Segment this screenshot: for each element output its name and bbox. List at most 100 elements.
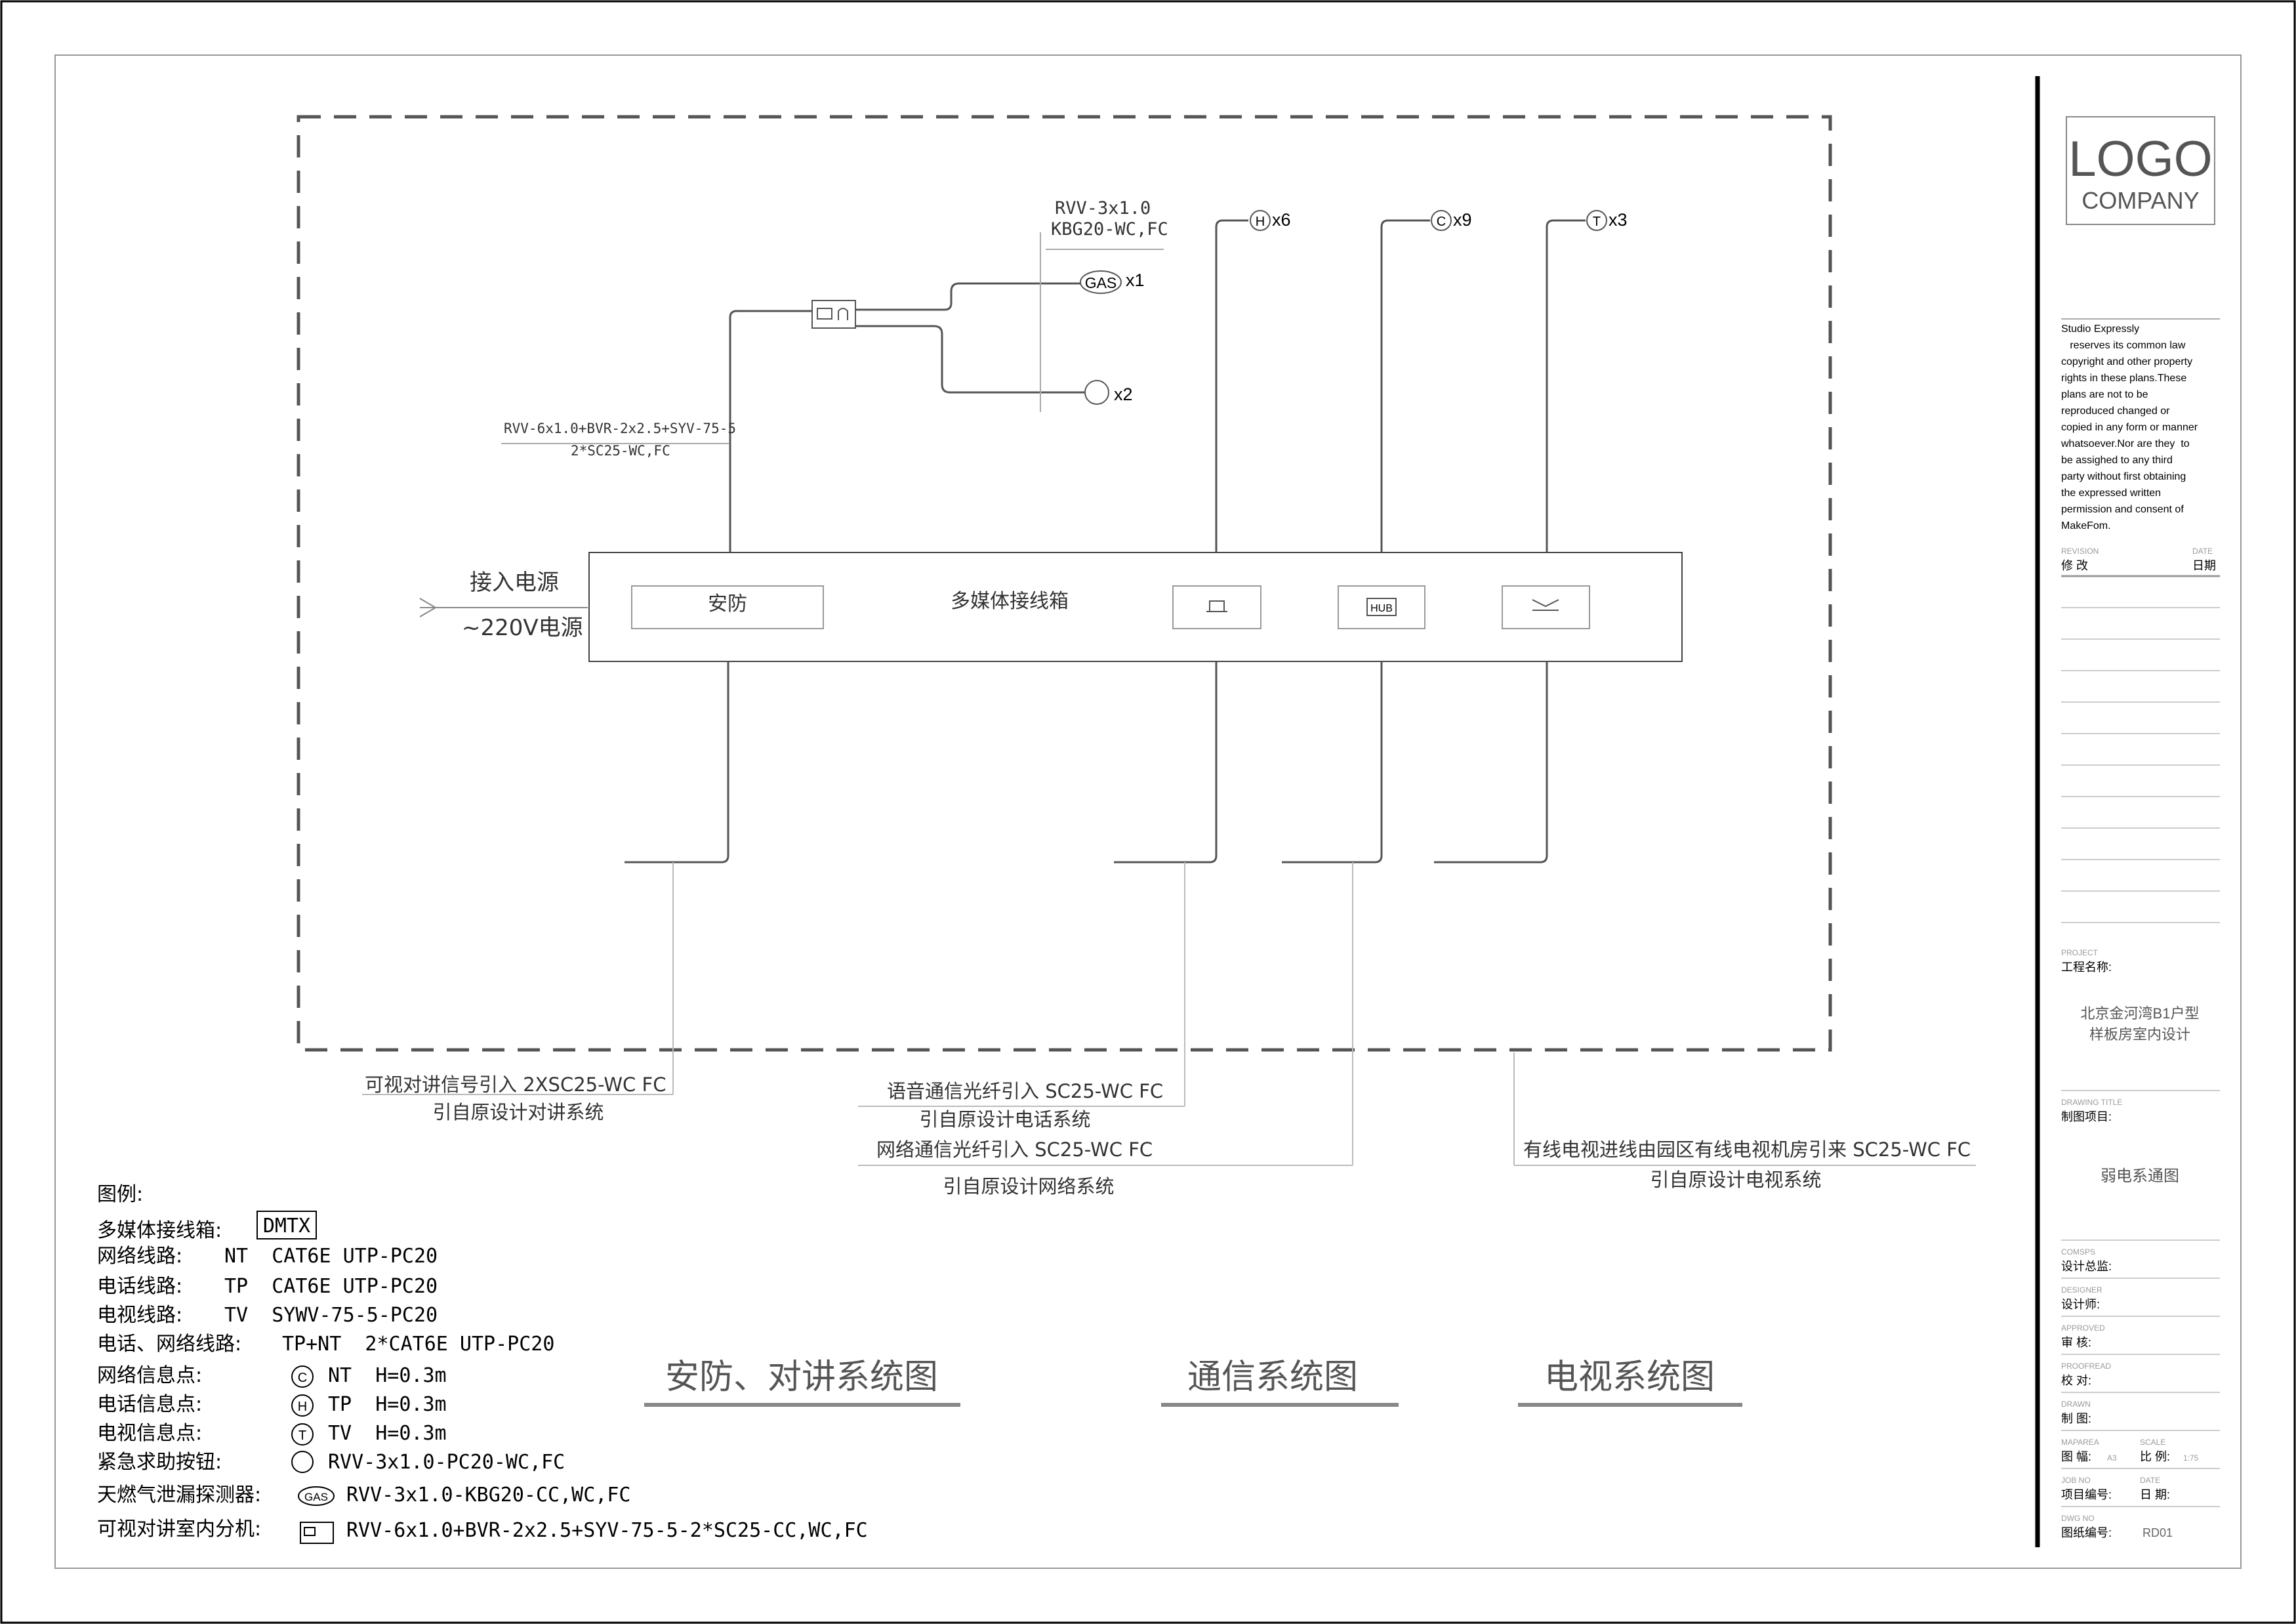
cable-left-line1: RVV-6x1.0+BVR-2x2.5+SYV-75-5 xyxy=(504,421,736,436)
power-220-label: ~220V电源 xyxy=(462,615,583,641)
security-module xyxy=(631,585,824,629)
notice-line: whatsoever.Nor are they to xyxy=(2060,438,2190,449)
dwg-en: DWG NO xyxy=(2061,1514,2095,1523)
comsps-cn: 设计总监: xyxy=(2061,1260,2112,1273)
notice-line: rights in these plans.These xyxy=(2061,373,2186,384)
tv-point-letter: T xyxy=(298,1428,306,1443)
scale-cn: 比 例: xyxy=(2140,1450,2170,1463)
network-point-symbol xyxy=(291,1365,314,1388)
button-count: x2 xyxy=(1114,385,1133,404)
drawing-title-en: DRAWING TITLE xyxy=(2061,1098,2122,1107)
legend-gas-value: RVV-3x1.0-KBG20-CC,WC,FC xyxy=(346,1484,630,1507)
note-tv-1: 有线电视进线由园区有线电视机房引来 SC25-WC FC xyxy=(1523,1138,1971,1161)
title-security: 安防、对讲系统图 xyxy=(665,1358,938,1397)
legend-row-value: NT CAT6E UTP-PC20 xyxy=(224,1245,438,1268)
note-voice-2: 引自原设计电话系统 xyxy=(919,1108,1090,1131)
legend-point-label: 电视信息点: xyxy=(97,1422,202,1445)
note-intercom-2: 引自原设计对讲系统 xyxy=(432,1101,604,1123)
legend-point-value: NT H=0.3m xyxy=(328,1364,447,1387)
tv-module-icon xyxy=(1532,599,1559,611)
title-security-underline xyxy=(644,1403,960,1407)
gas-count: x1 xyxy=(1126,270,1145,290)
drawing-title-cn: 制图项目: xyxy=(2061,1110,2112,1123)
hub-label: HUB xyxy=(1370,603,1393,614)
legend-intercom-value: RVV-6x1.0+BVR-2x2.5+SYV-75-5-2*SC25-CC,W… xyxy=(346,1519,868,1542)
mapsize-value: A3 xyxy=(2107,1453,2117,1463)
notice-line: copied in any form or manner xyxy=(2061,422,2198,433)
title-tv-underline xyxy=(1518,1403,1742,1407)
t-count: x3 xyxy=(1609,210,1628,230)
h-count: x6 xyxy=(1272,210,1291,230)
project-name-1: 北京金河湾B1户型 xyxy=(2081,1005,2200,1022)
scale-value: 1:75 xyxy=(2183,1453,2199,1463)
notice-line: plans are not to be xyxy=(2061,389,2148,400)
legend-point-label: 网络信息点: xyxy=(97,1364,202,1387)
mapsize-en: MAPAREA xyxy=(2061,1438,2099,1447)
note-net-2: 引自原设计网络系统 xyxy=(943,1175,1114,1197)
incoming-lines xyxy=(362,661,1976,1166)
job-date-cn: 日 期: xyxy=(2140,1488,2170,1501)
emergency-button-symbol xyxy=(1084,380,1109,405)
legend-row-label: 电视线路: xyxy=(97,1304,182,1327)
notice-line: reproduced changed or xyxy=(2061,406,2170,417)
mapsize-cn: 图 幅: xyxy=(2061,1450,2091,1463)
c-count: x9 xyxy=(1453,210,1472,230)
notice-line: party without first obtaining xyxy=(2061,471,2186,482)
note-net-1: 网络通信光纤引入 SC25-WC FC xyxy=(876,1138,1153,1161)
legend-row-value: TV SYWV-75-5-PC20 xyxy=(224,1304,438,1327)
legend-point-value: TP H=0.3m xyxy=(328,1393,447,1416)
project-cn: 工程名称: xyxy=(2061,961,2112,974)
legend-row-value: TP CAT6E UTP-PC20 xyxy=(224,1275,438,1298)
job-en: JOB NO xyxy=(2061,1476,2091,1485)
drawing-name: 弱电系通图 xyxy=(2101,1167,2179,1185)
title-block: LOGO COMPANY Studio Expressly reserves i… xyxy=(2060,116,2220,1539)
arrow-icon xyxy=(419,598,437,617)
dmtx-symbol xyxy=(256,1211,317,1239)
legend: 图例: 多媒体接线箱: DMTX 网络线路: NT CAT6E UTP-PC20… xyxy=(97,1183,868,1544)
phone-outlet-symbol xyxy=(1250,210,1271,231)
legend-row-value: TP+NT 2*CAT6E UTP-PC20 xyxy=(282,1333,554,1356)
multimedia-box: 安防 多媒体接线箱 HUB xyxy=(588,552,1683,662)
proofread-cn: 校 对: xyxy=(2061,1374,2091,1387)
dmtx-symbol-label: DMTX xyxy=(263,1215,310,1238)
security-wiring: RVV-3x1.0 KBG20-WC,FC GAS x1 x2 RVV-6x1.… xyxy=(501,198,1168,552)
revision-en: REVISION xyxy=(2061,547,2099,556)
legend-dmtx-label: 多媒体接线箱: xyxy=(97,1219,222,1242)
gas-detector-symbol xyxy=(1080,270,1122,294)
hub-module xyxy=(1338,585,1425,629)
emergency-button-legend-symbol xyxy=(291,1451,314,1473)
notice-line: Studio Expressly xyxy=(2061,323,2139,335)
legend-point-label: 电话信息点: xyxy=(97,1393,202,1416)
legend-row-label: 电话线路: xyxy=(97,1275,182,1298)
intercom-legend-symbol xyxy=(300,1522,334,1544)
power-input: 接入电源 ~220V电源 xyxy=(419,570,588,641)
gas-legend-letters: GAS xyxy=(304,1491,328,1503)
legend-point-value: TV H=0.3m xyxy=(328,1422,447,1445)
h-symbol: H xyxy=(1256,215,1265,229)
notice-line: be assighed to any third xyxy=(2061,455,2173,466)
comsps-en: COMSPS xyxy=(2061,1247,2095,1257)
legend-gas-label: 天燃气泄漏探测器: xyxy=(97,1484,261,1507)
legend-row-label: 电话、网络线路: xyxy=(97,1333,241,1356)
notice-line: the expressed written xyxy=(2061,488,2161,499)
project-en: PROJECT xyxy=(2061,948,2099,957)
tv-point-symbol xyxy=(291,1423,314,1446)
dwg-value: RD01 xyxy=(2142,1526,2173,1539)
date-en: DATE xyxy=(2192,547,2213,556)
notice-line: reserves its common law xyxy=(2061,340,2186,351)
copyright-notice: Studio Expressly reserves its common law… xyxy=(2060,323,2198,531)
revision-cn: 修 改 xyxy=(2061,559,2088,572)
proofread-en: PROOFREAD xyxy=(2061,1362,2111,1371)
power-in-label: 接入电源 xyxy=(470,570,559,596)
tv-module xyxy=(1502,585,1590,629)
job-cn: 项目编号: xyxy=(2061,1488,2112,1501)
designer-en: DESIGNER xyxy=(2061,1285,2102,1295)
note-voice-1: 语音通信光纤引入 SC25-WC FC xyxy=(887,1080,1163,1102)
dwelling-boundary xyxy=(297,115,1832,1052)
t-symbol: T xyxy=(1593,215,1601,229)
cable-top-line2: KBG20-WC,FC xyxy=(1051,219,1168,239)
security-module-label: 安防 xyxy=(708,593,747,615)
scale-en: SCALE xyxy=(2140,1438,2165,1447)
approved-cn: 审 核: xyxy=(2061,1336,2091,1349)
job-date-en: DATE xyxy=(2140,1476,2160,1485)
